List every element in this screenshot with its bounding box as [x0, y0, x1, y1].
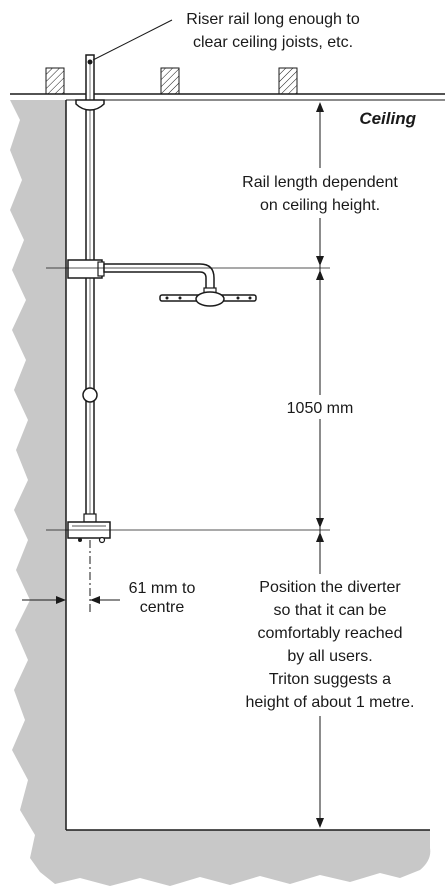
- dim61-label-line1: 61 mm to: [129, 580, 196, 597]
- dim61-label-line2: centre: [140, 599, 185, 616]
- dim61-right-arrow: [90, 596, 100, 604]
- shower-arm-clamp-collar: [97, 261, 105, 277]
- shower-head-nozzle: [178, 296, 182, 300]
- rail-top-dot: [87, 59, 93, 65]
- shower-head-nozzle: [248, 296, 252, 300]
- dim-arrow: [316, 256, 324, 266]
- wall-shading: [10, 100, 431, 886]
- rail-length-label-line1: Rail length dependent: [242, 174, 398, 191]
- ceiling-label: Ceiling: [359, 109, 416, 128]
- diverter-label-line4: by all users.: [287, 648, 372, 665]
- dimension-1050-label: 1050 mm: [287, 400, 354, 417]
- riser-label-line1: Riser rail long enough to: [186, 11, 360, 28]
- ceiling-joist: [45, 67, 65, 95]
- dim-arrow: [316, 102, 324, 112]
- label-mask: [218, 574, 444, 716]
- shower-head-nozzle: [236, 296, 240, 300]
- dim-arrow: [316, 818, 324, 828]
- ceiling-bracket: [75, 99, 105, 111]
- dim-arrow: [316, 518, 324, 528]
- diverter-label-line2: so that it can be: [274, 602, 387, 619]
- label-mask: [216, 168, 424, 218]
- dim-arrow: [316, 270, 324, 280]
- label-mask: [276, 395, 364, 419]
- rail-length-label-line2: on ceiling height.: [260, 197, 380, 214]
- diverter-outlet: [98, 536, 106, 544]
- diverter-collar: [83, 513, 97, 523]
- dim61-left-arrow: [56, 596, 66, 604]
- diverter-label-line3: comfortably reached: [258, 625, 403, 642]
- rail-knob: [82, 387, 98, 403]
- ceiling-joist: [278, 67, 298, 95]
- shower-arm-clamp: [67, 259, 103, 279]
- diverter-outlet: [78, 538, 82, 542]
- riser-leader: [92, 19, 173, 61]
- ceiling-joist: [160, 67, 180, 95]
- riser-label-line2: clear ceiling joists, etc.: [193, 34, 353, 51]
- diverter-label-line6: height of about 1 metre.: [246, 694, 415, 711]
- diverter-label-line1: Position the diverter: [259, 579, 401, 596]
- shower-head-nozzle: [165, 296, 169, 300]
- shower-head-hub: [195, 291, 225, 307]
- diverter-label-line5: Triton suggests a: [269, 671, 391, 688]
- dim-arrow: [316, 532, 324, 542]
